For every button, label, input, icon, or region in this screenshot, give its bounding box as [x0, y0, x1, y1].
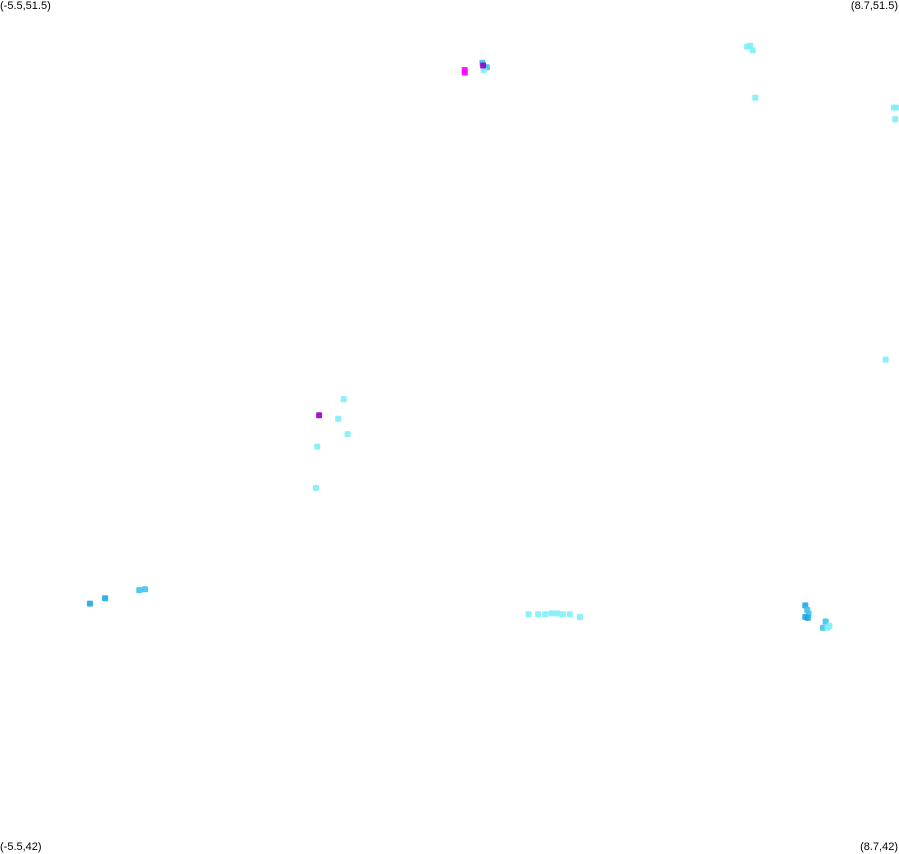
map-point: [316, 412, 323, 419]
map-point: [102, 595, 109, 602]
corner-label-bottom-right: (8.7,42): [860, 841, 898, 853]
map-point: [804, 614, 811, 621]
map-point: [535, 611, 542, 618]
map-point: [882, 356, 889, 363]
map-point: [559, 611, 566, 618]
map-point: [86, 600, 93, 607]
map-point: [554, 610, 561, 617]
map-point: [461, 69, 468, 76]
map-point: [824, 624, 831, 631]
map-point: [142, 586, 148, 593]
map-point: [335, 415, 342, 422]
map-point: [548, 610, 555, 617]
map-point: [752, 94, 759, 101]
map-point: [136, 587, 143, 594]
map-point: [576, 614, 583, 620]
map-point: [890, 104, 897, 111]
corner-label-top-right: (8.7,51.5): [850, 0, 898, 12]
map-point: [314, 443, 321, 450]
map-point: [749, 47, 756, 54]
map-point: [344, 431, 351, 438]
map-point: [525, 611, 532, 618]
map-point: [542, 611, 549, 618]
corner-label-top-left: (-5.5,51.5): [0, 0, 51, 12]
map-point: [822, 618, 829, 625]
map-points: [86, 42, 899, 631]
map-point: [892, 116, 899, 123]
map-point: [312, 484, 319, 491]
corner-label-bottom-left: (-5.5,42): [0, 841, 42, 853]
map-point: [480, 62, 487, 69]
map-point: [340, 396, 347, 403]
map-point: [566, 611, 573, 618]
